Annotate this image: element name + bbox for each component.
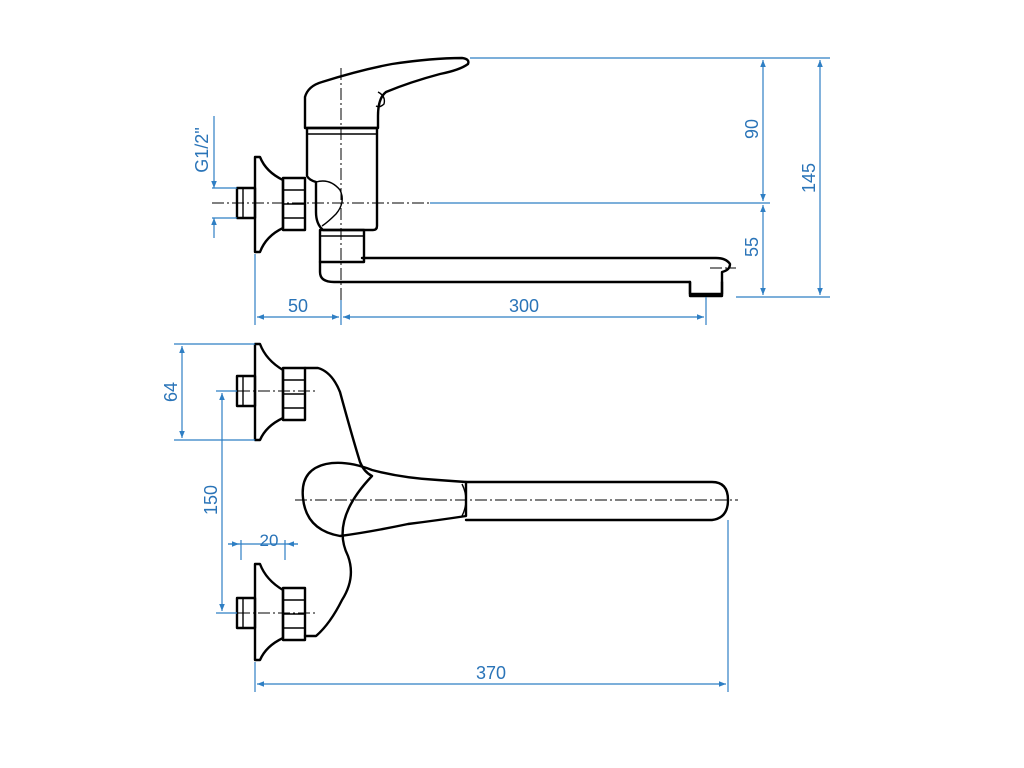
side-spout xyxy=(318,256,732,296)
dim-flange-diameter-label: 64 xyxy=(161,382,181,402)
top-lower-flange xyxy=(253,562,285,662)
top-lower-inlet-pipe xyxy=(235,596,257,630)
side-flange xyxy=(253,155,285,254)
dim-handle-height-label: 90 xyxy=(742,119,762,139)
side-handle-notch xyxy=(375,91,386,108)
top-upper-flange xyxy=(253,342,285,442)
side-handle-lever xyxy=(303,56,470,130)
side-aerator xyxy=(688,280,724,298)
top-upper-inlet-pipe xyxy=(235,374,257,408)
dim-wall-to-axis: 50 xyxy=(257,296,339,320)
dim-spout-reach-label: 300 xyxy=(509,296,539,316)
dim-spout-height: 55 xyxy=(742,205,766,295)
dim-spout-height-label: 55 xyxy=(742,237,762,257)
side-valve-body xyxy=(305,126,379,232)
dim-wall-to-axis-label: 50 xyxy=(288,296,308,316)
dim-offset-label: 20 xyxy=(260,531,279,550)
dim-total-height-label: 145 xyxy=(799,163,819,193)
dim-total-length-label: 370 xyxy=(476,663,506,683)
dim-flange-diameter: 64 xyxy=(161,346,185,438)
dim-spout-reach: 300 xyxy=(343,296,704,320)
side-view: G1/2" 90 55 145 xyxy=(192,56,830,325)
top-body-plate xyxy=(303,366,374,638)
dim-handle-height: 90 xyxy=(742,60,766,201)
dim-thread: G1/2" xyxy=(192,116,237,238)
dim-total-length: 370 xyxy=(257,663,726,687)
dim-offset: 20 xyxy=(228,531,298,550)
top-spout xyxy=(464,480,730,522)
dim-inlet-spacing-label: 150 xyxy=(201,485,221,515)
side-spout-nut xyxy=(318,228,366,264)
dim-total-height: 145 xyxy=(799,60,823,295)
top-view: 64 150 20 370 xyxy=(161,342,738,692)
dim-inlet-spacing: 150 xyxy=(201,393,225,611)
top-handle-lever xyxy=(301,461,468,538)
dim-thread-label: G1/2" xyxy=(192,127,212,172)
side-body-detail xyxy=(315,180,343,227)
side-inlet-pipe xyxy=(235,186,257,220)
